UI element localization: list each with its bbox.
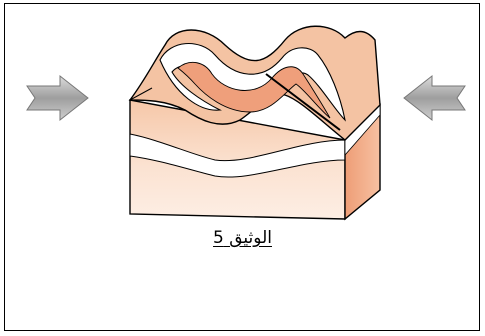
- arrow-left-icon: [404, 76, 465, 120]
- arrow-right-icon: [27, 76, 88, 120]
- figure-caption: الوثيق 5: [0, 228, 485, 248]
- caption-text: الوثيق 5: [213, 228, 272, 248]
